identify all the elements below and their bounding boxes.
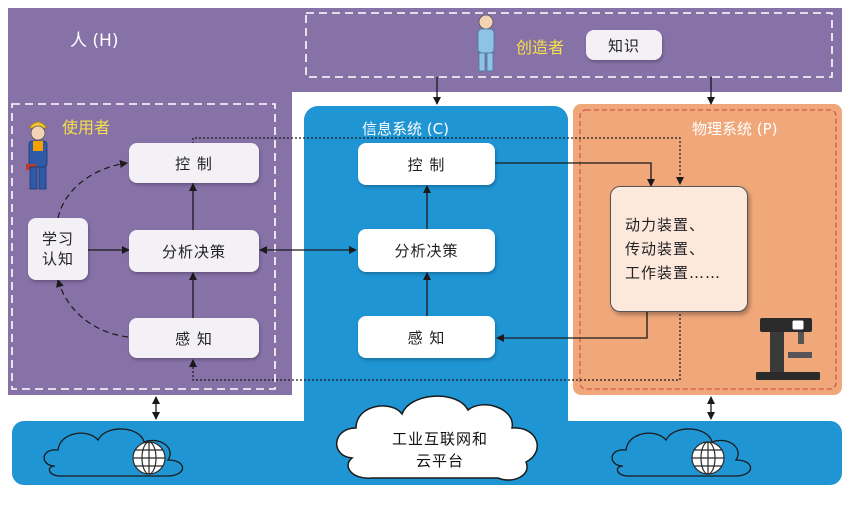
devices-line2: 传动装置、 bbox=[625, 240, 706, 258]
machine-tool-icon bbox=[756, 318, 820, 380]
devices-line3: 工作装置…… bbox=[625, 264, 722, 282]
human-analysis-box: 分析决策 bbox=[129, 230, 259, 272]
platform-line2: 云平台 bbox=[415, 452, 464, 470]
cyber-title: 信息系统 (C) bbox=[362, 120, 449, 138]
platform-cloud-icon bbox=[335, 395, 538, 481]
creator-label: 创造者 bbox=[516, 38, 565, 57]
left-globe-icon bbox=[132, 441, 166, 475]
physical-devices-box: 动力装置、 传动装置、 工作装置…… bbox=[610, 186, 748, 312]
human-control-box: 控 制 bbox=[129, 143, 259, 183]
creator-dashed-frame bbox=[305, 12, 833, 78]
user-worker-icon bbox=[26, 121, 48, 190]
human-sense-box: 感 知 bbox=[129, 318, 259, 358]
cyber-sense-box: 感 知 bbox=[358, 316, 495, 358]
devices-line1: 动力装置、 bbox=[625, 216, 706, 234]
right-globe-icon bbox=[691, 441, 725, 475]
knowledge-box: 知识 bbox=[586, 30, 662, 60]
platform-label: 工业互联网和 云平台 bbox=[378, 426, 502, 474]
human-title: 人 (H) bbox=[70, 31, 119, 51]
cyber-analysis-box: 分析决策 bbox=[358, 229, 495, 272]
physical-dashed-frame bbox=[579, 109, 837, 390]
user-label: 使用者 bbox=[62, 118, 111, 137]
learn-line1: 学习 bbox=[41, 230, 74, 248]
creator-person-icon bbox=[477, 14, 495, 72]
cyber-control-box: 控 制 bbox=[358, 143, 495, 185]
human-region bbox=[8, 8, 842, 395]
learn-cognition-box: 学习 认知 bbox=[28, 218, 88, 280]
learn-line2: 认知 bbox=[41, 250, 74, 268]
physical-title: 物理系统 (P) bbox=[692, 120, 778, 138]
platform-line1: 工业互联网和 bbox=[391, 430, 488, 448]
